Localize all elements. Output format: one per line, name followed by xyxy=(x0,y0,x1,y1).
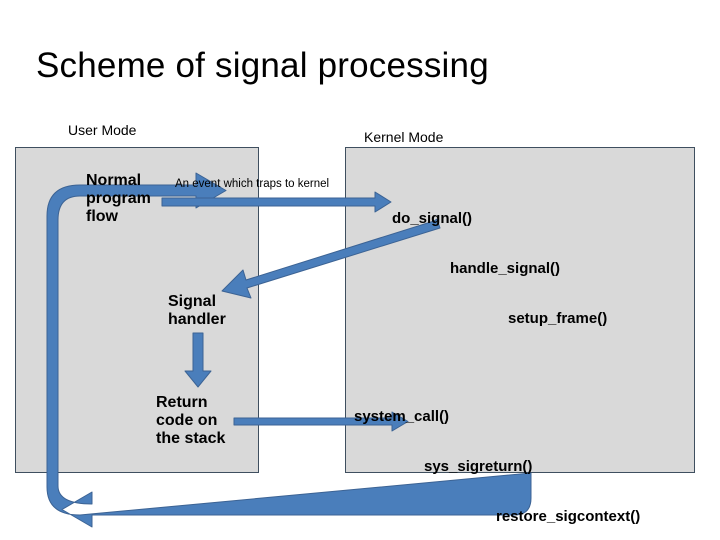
user-mode-label: User Mode xyxy=(68,122,137,138)
kernel-return-line-1: system_call() xyxy=(354,407,450,425)
kernel-entry-line-3: setup_frame() xyxy=(508,310,608,328)
kernel-return-call-stack: system_call() sys_sigreturn() restore_si… xyxy=(354,375,640,540)
kernel-return-line-2: sys_sigreturn() xyxy=(424,457,533,475)
kernel-mode-box xyxy=(345,147,695,473)
trap-to-kernel-caption: An event which traps to kernel xyxy=(175,178,330,190)
kernel-mode-label: Kernel Mode xyxy=(364,129,444,145)
page-title: Scheme of signal processing xyxy=(36,46,489,85)
right-arrow-user-to-kernel xyxy=(161,191,392,213)
node-signal-handler: Signal handler xyxy=(168,293,226,328)
kernel-entry-line-1: do_signal() xyxy=(392,209,473,227)
loop-arrow-kernel-back-to-normal-flow xyxy=(46,172,532,528)
node-normal-program-flow: Normal program flow xyxy=(86,172,151,225)
right-arrow-return-code-to-system-call xyxy=(233,411,409,432)
kernel-return-line-3: restore_sigcontext() xyxy=(496,508,641,526)
kernel-entry-call-stack: do_signal() handle_signal() setup_frame(… xyxy=(392,177,607,362)
node-return-code-on-stack: Return code on the stack xyxy=(156,394,226,447)
diagonal-arrow-kernel-to-signal-handler xyxy=(221,218,441,299)
kernel-entry-line-2: handle_signal() xyxy=(450,259,561,277)
down-arrow-handler-to-return-code xyxy=(184,332,212,388)
